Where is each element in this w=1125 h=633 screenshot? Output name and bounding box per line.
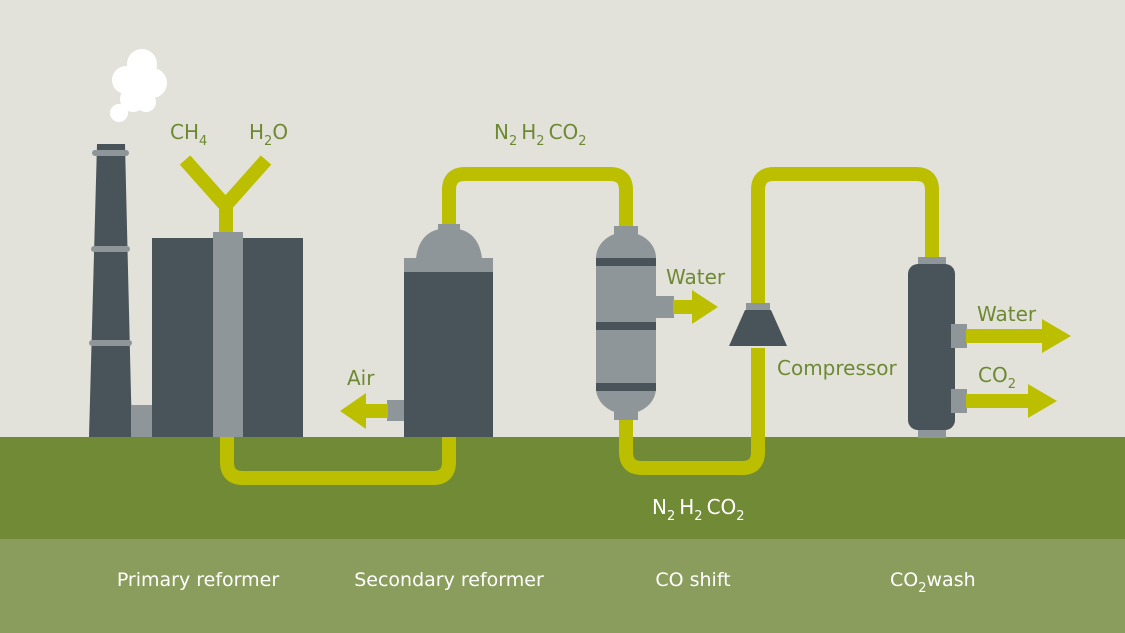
shift-band	[596, 258, 656, 266]
co-shift-vessel	[596, 226, 674, 420]
co2-arrow-wash-icon	[966, 384, 1057, 418]
chimney-connector	[131, 405, 153, 437]
input-label-ch4: CH4	[170, 120, 207, 149]
secondary-band	[404, 258, 493, 272]
wash-bottom-cap	[918, 430, 946, 438]
secondary-reformer-body	[404, 272, 493, 437]
shift-water-nozzle	[656, 296, 674, 318]
shift-top-cap	[614, 226, 638, 234]
water-arrow-wash-icon	[966, 319, 1071, 353]
shift-bottom-cap	[614, 412, 638, 420]
pipe-network	[179, 155, 939, 485]
chimney-stack	[89, 144, 132, 437]
equipment-label-compressor: Compressor	[777, 356, 898, 380]
pipe-shift-to-compressor	[619, 348, 765, 475]
shift-band	[596, 322, 656, 330]
inlet-pipe-ch4	[179, 155, 231, 210]
compressor-cap	[746, 303, 770, 311]
ground-band	[0, 437, 1125, 539]
wash-top-cap	[918, 257, 946, 265]
inlet-pipe-h2o	[220, 155, 272, 210]
primary-reformer-tube	[213, 232, 243, 437]
wash-body	[908, 264, 955, 430]
stage-label-secondary: Secondary reformer	[354, 569, 544, 591]
compressor-body	[729, 310, 787, 346]
chimney-ring	[92, 150, 129, 156]
footer-band	[0, 539, 1125, 633]
smoke-cloud-icon	[110, 49, 167, 122]
output-label-water-shift: Water	[666, 265, 726, 289]
wash-water-nozzle	[951, 324, 967, 348]
chimney-ring	[89, 340, 132, 346]
air-outlet-nozzle	[387, 400, 404, 421]
air-arrow-icon	[340, 393, 388, 429]
secondary-reformer	[387, 224, 493, 437]
pipe-primary-to-secondary	[220, 437, 456, 485]
output-label-co2-wash: CO2	[978, 363, 1016, 392]
shift-band	[596, 383, 656, 391]
water-arrow-shift-icon	[673, 290, 718, 324]
input-label-h2o: H2O	[249, 120, 288, 149]
secondary-dome	[416, 228, 482, 258]
secondary-dome-cap	[438, 224, 460, 230]
output-label-water-wash: Water	[977, 302, 1037, 326]
primary-reformer	[152, 232, 303, 437]
stage-label-wash: CO2wash	[890, 569, 976, 596]
chimney	[89, 144, 153, 437]
wash-co2-nozzle	[951, 389, 967, 413]
pipe-secondary-to-shift	[442, 167, 633, 228]
output-label-air: Air	[347, 366, 375, 390]
compressor	[729, 303, 787, 346]
chimney-ring	[91, 246, 130, 252]
stage-label-primary: Primary reformer	[117, 569, 280, 591]
co2-wash-vessel	[908, 257, 967, 438]
stage-label-shift: CO shift	[655, 569, 730, 591]
pipe-compressor-to-wash	[751, 167, 939, 304]
